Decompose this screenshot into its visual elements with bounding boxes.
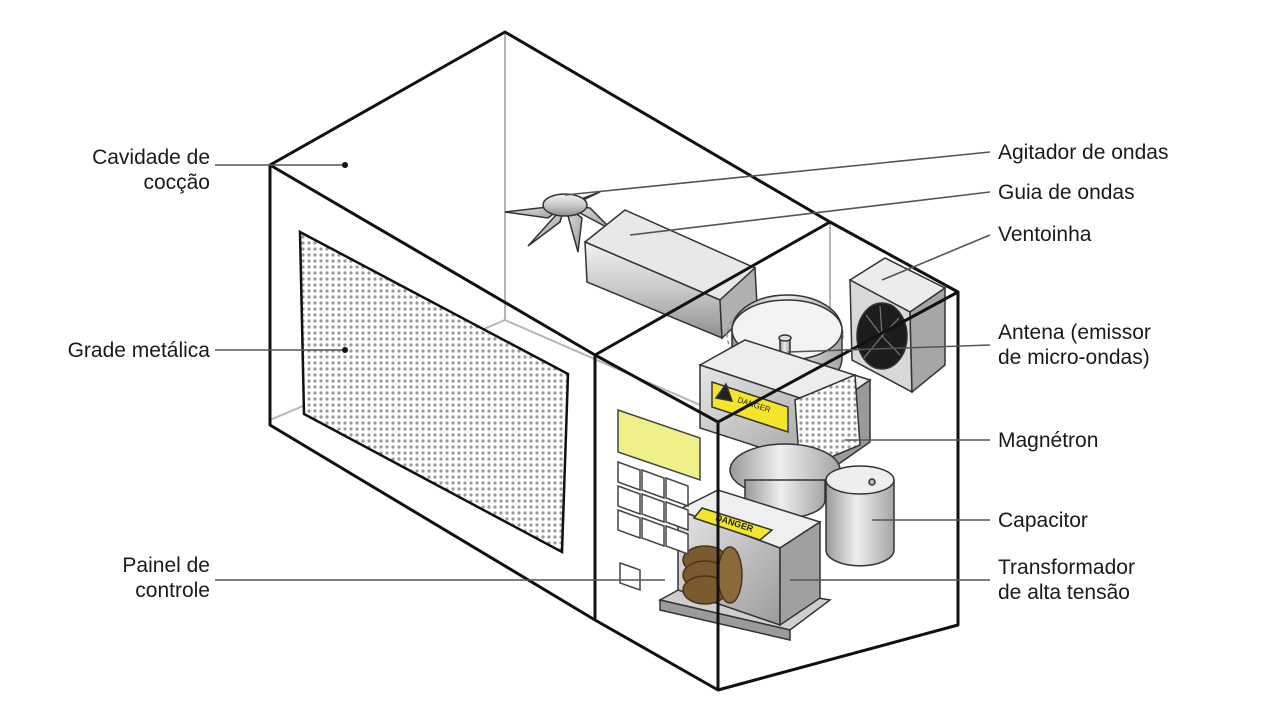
waveguide [583, 209, 758, 340]
label-control-panel: Painel de controle [122, 554, 210, 602]
label-metal-grille: Grade metálica [67, 339, 210, 362]
transformer [657, 489, 832, 641]
cooking-cavity-outline [268, 30, 960, 692]
control-panel [617, 408, 701, 592]
magnetron [698, 339, 872, 519]
label-magnetron: Magnétron [998, 429, 1099, 452]
leader-dots [342, 162, 348, 353]
label-cooking-cavity: Cavidade de cocção [92, 146, 210, 194]
label-antenna: Antena (emissor de micro-ondas) [998, 321, 1151, 369]
metal-grille [298, 229, 570, 555]
fan [848, 257, 947, 394]
label-fan: Ventoinha [998, 223, 1092, 246]
label-wave-stirrer: Agitador de ondas [998, 141, 1169, 164]
label-capacitor: Capacitor [998, 509, 1088, 532]
label-transformer: Transformador de alta tensão [998, 556, 1135, 604]
capacitor [825, 465, 895, 567]
leader-lines [215, 151, 991, 581]
label-waveguide: Guia de ondas [998, 181, 1135, 204]
wave-stirrer-icon [504, 191, 613, 253]
